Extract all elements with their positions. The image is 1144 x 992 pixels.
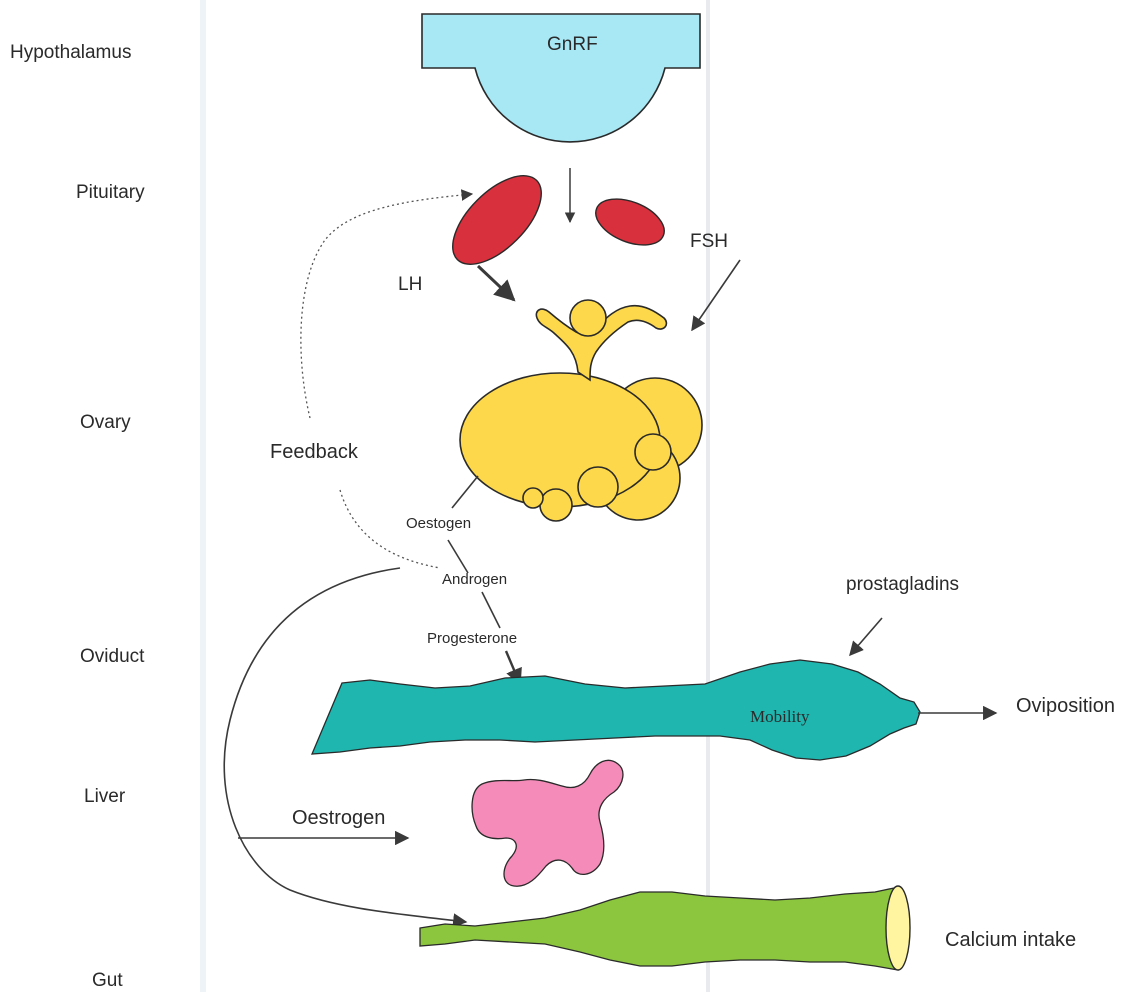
pituitary-lobe-lh bbox=[438, 161, 557, 280]
ovary-shape bbox=[460, 300, 702, 521]
oestogen-label: Oestogen bbox=[406, 515, 471, 532]
gut-opening bbox=[886, 886, 910, 970]
hormone-line-top bbox=[452, 476, 478, 508]
calcium-intake-label: Calcium intake bbox=[945, 929, 1076, 951]
fsh-label: FSH bbox=[690, 231, 728, 252]
row-hypothalamus: Hypothalamus bbox=[10, 42, 131, 63]
center-band bbox=[706, 0, 710, 992]
progesterone-label: Progesterone bbox=[427, 630, 517, 647]
lh-arrow bbox=[478, 266, 514, 300]
row-gut: Gut bbox=[92, 970, 123, 991]
row-liver: Liver bbox=[84, 786, 126, 807]
feedback-label: Feedback bbox=[270, 441, 359, 463]
oviposition-label: Oviposition bbox=[1016, 695, 1115, 717]
row-oviduct: Oviduct bbox=[80, 646, 145, 667]
left-band bbox=[200, 0, 206, 992]
fsh-arrow bbox=[692, 260, 740, 330]
oviduct-shape bbox=[312, 660, 920, 760]
gut-shape bbox=[420, 888, 898, 970]
feedback-path-upper bbox=[301, 194, 472, 418]
row-ovary: Ovary bbox=[80, 412, 131, 433]
row-pituitary: Pituitary bbox=[76, 182, 145, 203]
oestrogen-label: Oestrogen bbox=[292, 807, 385, 829]
lh-label: LH bbox=[398, 274, 422, 295]
pituitary-lobe-fsh bbox=[589, 190, 671, 254]
mobility-label: Mobility bbox=[750, 707, 810, 726]
prostagladins-label: prostagladins bbox=[846, 574, 959, 595]
hormone-line-low bbox=[482, 592, 500, 628]
androgen-label: Androgen bbox=[442, 571, 507, 588]
gnrf-label: GnRF bbox=[547, 34, 598, 55]
prostagladins-arrow bbox=[850, 618, 882, 655]
hormone-line-mid bbox=[448, 540, 468, 573]
liver-shape bbox=[472, 760, 623, 886]
